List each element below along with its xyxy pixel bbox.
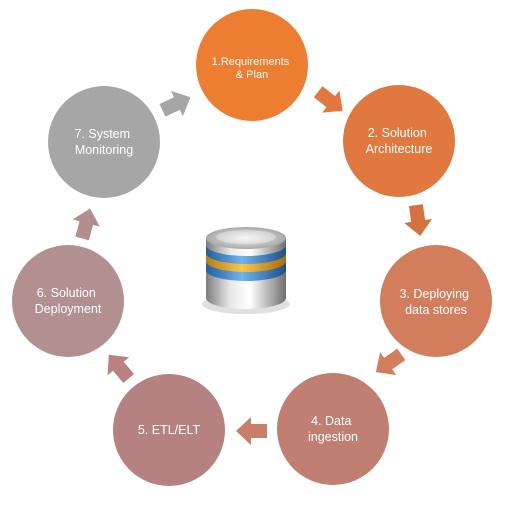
step-2-node: 2. Solution Architecture [343,85,455,197]
flow-arrow-1 [313,86,343,113]
step-7-label-line2: Monitoring [75,143,133,157]
step-5-label-line1: 5. ETL/ELT [138,423,201,437]
svg-text:3. Deploying data stores: 3. Deploying data stores [400,287,473,317]
step-3-circle [380,245,492,357]
step-6-label-line1: 6. Solution [37,286,96,300]
step-4-label-line1: 4. Data [311,414,351,428]
svg-text:4. Data ingestion: 4. Data ingestion [308,414,358,444]
flow-arrow-4 [236,417,267,445]
step-6-node: 6. Solution Deployment [12,245,124,357]
step-2-circle [343,85,455,197]
step-6-label-line2: Deployment [35,302,102,316]
step-4-label-line2: ingestion [308,430,358,444]
svg-text:1.Requirements & Plan: 1.Requirements & Plan [212,56,293,81]
step-4-node: 4. Data ingestion [277,373,389,485]
step-6-circle [12,245,124,357]
step-3-label-line1: 3. Deploying [400,287,470,301]
step-2-label-line1: 2. Solution [368,126,427,140]
step-7-circle [48,86,160,198]
step-1-label-line2: & Plan [236,69,268,81]
flow-arrow-6 [72,208,100,241]
step-1-circle [196,9,308,121]
step-3-label-line2: data stores [405,303,467,317]
flow-arrow-2 [404,204,433,236]
step-1-label-line1: 1.Requirements [212,56,290,68]
flow-arrow-3 [375,348,406,376]
svg-text:6. Solution Deployment: 6. Solution Deployment [35,286,102,316]
flow-arrow-7 [159,90,191,117]
svg-text:2. Solution Architecture: 2. Solution Architecture [366,126,433,156]
step-1-node: 1.Requirements & Plan [196,9,308,121]
step-2-label-line2: Architecture [366,142,433,156]
svg-text:7. System Monitoring: 7. System Monitoring [74,127,133,157]
step-7-node: 7. System Monitoring [48,86,160,198]
step-7-label-line1: 7. System [74,127,130,141]
step-5-circle [113,374,225,486]
flow-arrow-5 [107,354,135,383]
step-3-node: 3. Deploying data stores [380,245,492,357]
step-5-node: 5. ETL/ELT [113,374,225,486]
step-4-circle [277,373,389,485]
database-icon [202,227,290,314]
svg-text:5. ETL/ELT: 5. ETL/ELT [138,423,201,437]
